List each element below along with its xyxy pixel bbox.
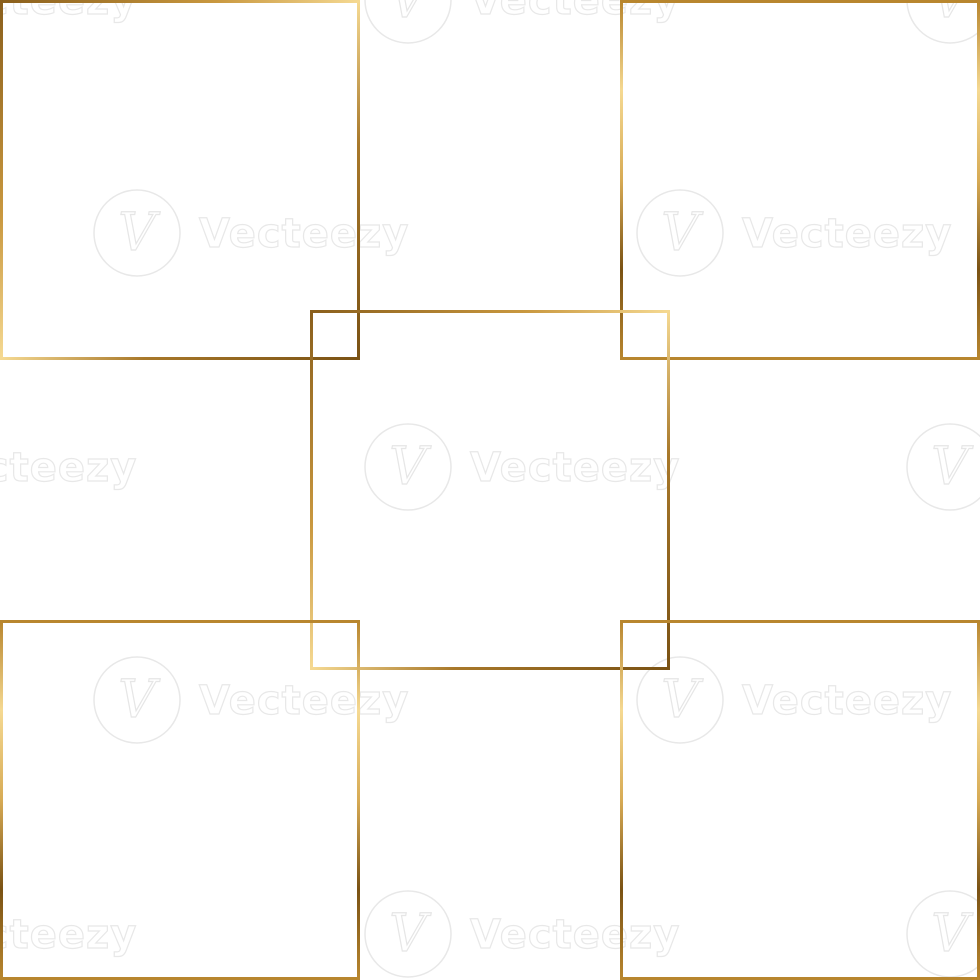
watermark-text: Vecteezy bbox=[0, 912, 137, 958]
vecteezy-v-glyph-icon: V bbox=[118, 203, 160, 263]
vecteezy-logo-icon bbox=[636, 189, 724, 277]
watermark-text: Vecteezy bbox=[742, 678, 952, 724]
frame-top-left bbox=[0, 0, 360, 360]
vecteezy-v-glyph-icon: V bbox=[389, 437, 431, 497]
watermark: V Vecteezy bbox=[364, 890, 680, 978]
vecteezy-logo-icon bbox=[906, 423, 980, 511]
frame-bottom-left bbox=[0, 620, 360, 980]
watermark-text: Vecteezy bbox=[199, 211, 409, 257]
vecteezy-v-glyph-icon: V bbox=[931, 0, 973, 30]
frame-top-right bbox=[620, 0, 980, 360]
vecteezy-v-glyph-icon: V bbox=[389, 0, 431, 30]
watermark: V Vecteezy bbox=[636, 189, 952, 277]
vecteezy-v-glyph-icon: V bbox=[118, 670, 160, 730]
watermark: V Vecteezy bbox=[636, 656, 952, 744]
frame-bottom-right bbox=[620, 620, 980, 980]
watermark-text: Vecteezy bbox=[742, 211, 952, 257]
vecteezy-v-glyph-icon: V bbox=[389, 904, 431, 964]
vecteezy-logo-icon bbox=[364, 0, 452, 44]
vecteezy-logo-icon bbox=[93, 189, 181, 277]
vecteezy-logo-icon bbox=[93, 656, 181, 744]
vecteezy-v-glyph-icon: V bbox=[661, 670, 703, 730]
watermark-text: Vecteezy bbox=[199, 678, 409, 724]
watermark: V Vecteezy bbox=[364, 0, 680, 44]
vecteezy-logo-icon bbox=[906, 0, 980, 44]
vecteezy-logo-icon bbox=[636, 656, 724, 744]
watermark: V Vecteezy bbox=[364, 423, 680, 511]
watermark-text: Vecteezy bbox=[0, 445, 137, 491]
vecteezy-v-glyph-icon: V bbox=[931, 437, 973, 497]
vecteezy-logo-icon bbox=[364, 890, 452, 978]
watermark: V Vecteezy bbox=[93, 656, 409, 744]
watermark-text: Vecteezy bbox=[470, 0, 680, 24]
watermark-text: Vecteezy bbox=[470, 445, 680, 491]
vecteezy-logo-icon bbox=[364, 423, 452, 511]
frame-center bbox=[310, 310, 670, 670]
vecteezy-v-glyph-icon: V bbox=[931, 904, 973, 964]
watermark: V Vecteezy bbox=[93, 189, 409, 277]
watermark-text: Vecteezy bbox=[0, 0, 137, 24]
watermark-text: Vecteezy bbox=[470, 912, 680, 958]
vecteezy-v-glyph-icon: V bbox=[661, 203, 703, 263]
